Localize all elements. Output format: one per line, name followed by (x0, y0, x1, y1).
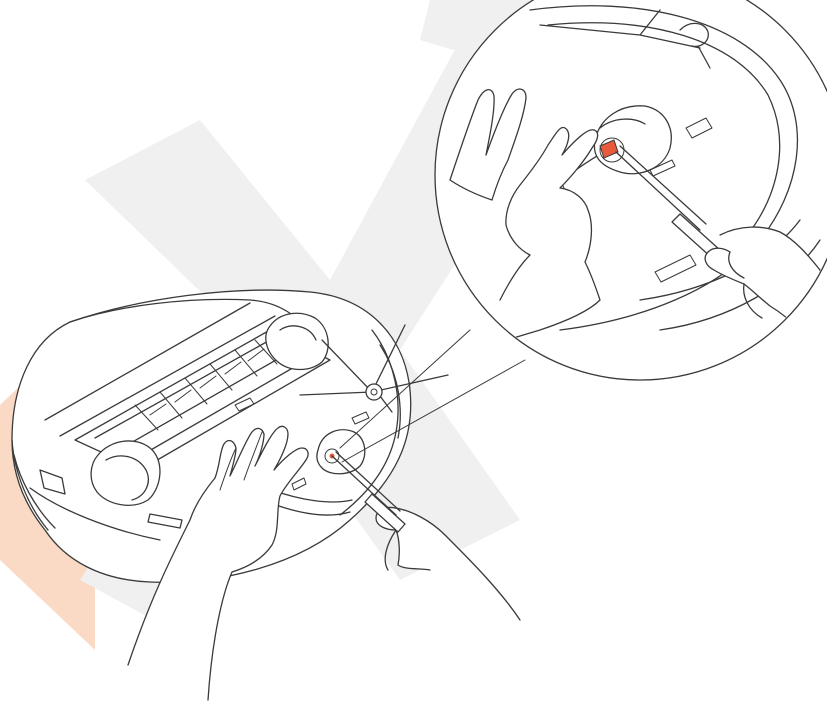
detail-magnifier (435, 0, 827, 380)
